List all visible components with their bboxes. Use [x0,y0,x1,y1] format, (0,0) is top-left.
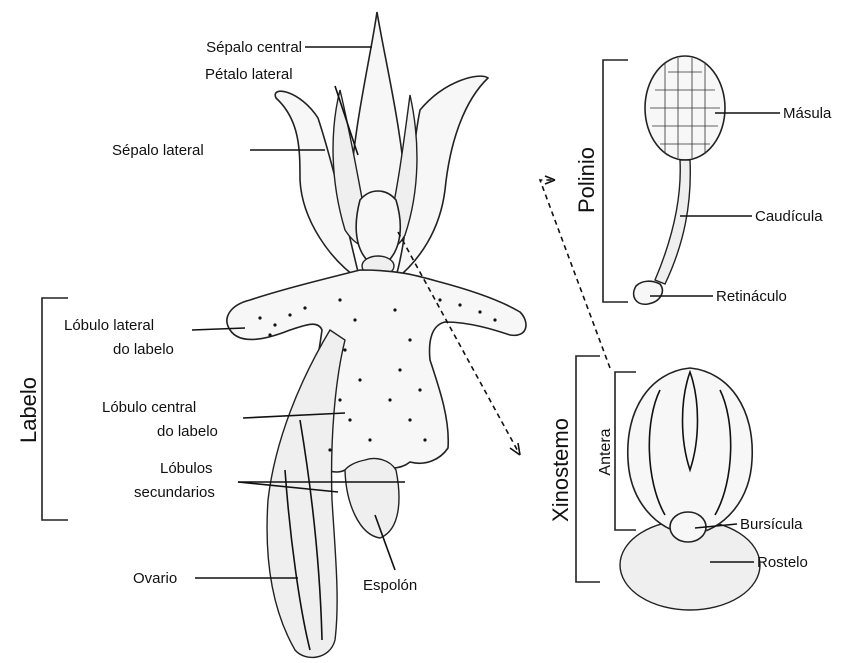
gynostemium [620,368,760,610]
caudicle [655,160,690,284]
label-sepalo-lateral: Sépalo lateral [112,142,204,159]
label-sepalo-central: Sépalo central [206,39,302,56]
label-retinaculo: Retináculo [716,288,787,305]
label-rostelo: Rostelo [757,554,808,571]
ovary [267,330,345,657]
label-lobulo-lateral-1: Lóbulo lateral [64,317,154,334]
label-polinio: Polinio [574,147,599,213]
label-lobulo-lateral-2: do labelo [113,341,174,358]
label-ovario: Ovario [133,570,177,587]
label-petalo-lateral: Pétalo lateral [205,66,293,83]
label-lobulos-sec-1: Lóbulos [160,460,213,477]
orchid-flower [227,12,526,657]
polinio-bracket [603,60,628,302]
label-caudicula: Caudícula [755,208,823,225]
label-masula: Másula [783,105,832,122]
label-xinostemo: Xinostemo [548,418,573,522]
label-labelo: Labelo [16,377,41,443]
retinaculum [634,281,663,304]
labellum [227,270,526,474]
label-lobulo-central-2: do labelo [157,423,218,440]
label-lobulo-central-1: Lóbulo central [102,399,196,416]
anther [628,368,752,535]
label-bursicula: Bursícula [740,516,803,533]
label-espolon: Espolón [363,577,417,594]
pollinium [634,56,725,304]
label-antera: Antera [597,428,614,475]
spur [345,458,399,538]
label-lobulos-sec-2: secundarios [134,484,215,501]
